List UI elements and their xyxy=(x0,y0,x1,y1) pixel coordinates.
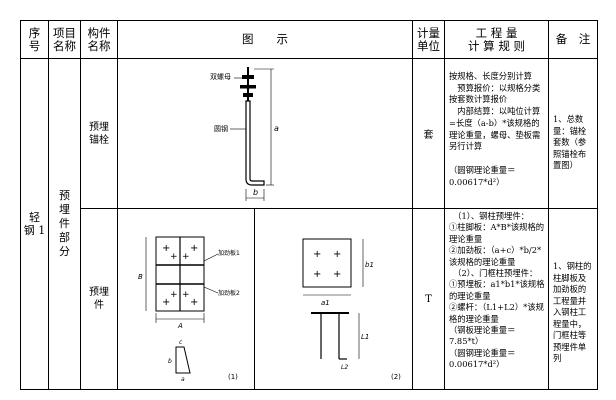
unit-embedded-part: T xyxy=(413,209,445,389)
steel-label: 圆钢 xyxy=(214,124,228,133)
unit-anchor-bolt: 套 xyxy=(413,59,445,209)
component-embedded-part: 预埋 件 xyxy=(81,209,118,389)
dim-b-small-label: b xyxy=(168,358,172,365)
figure-anchor-bolt: 双螺母 圆钢 a b xyxy=(118,59,413,209)
stiffener2-leader xyxy=(203,286,219,294)
dim-b1-label: b1 xyxy=(365,261,374,269)
stiffener-detail xyxy=(175,346,191,374)
item-text: 预 埋 件 部 分 xyxy=(59,189,70,258)
stiffener1-leader xyxy=(203,253,219,262)
header-component-name-text: 构件 名称 xyxy=(87,25,111,53)
dim-a-small-label: a xyxy=(181,376,185,383)
header-item-name-text: 项目 名称 xyxy=(53,25,76,53)
dim-c-label: c xyxy=(179,339,183,346)
header-seq-text: 序 号 xyxy=(28,25,41,53)
header-component-name: 构件 名称 xyxy=(81,21,118,59)
bolt-hole: + xyxy=(182,252,190,262)
rule-line: （1）、钢柱预埋件： xyxy=(449,211,529,221)
rule-line: ①柱脚板：A*B*该规格的理论重量 xyxy=(449,222,545,244)
header-unit: 计量 单位 xyxy=(413,21,445,59)
remarks-embedded-part-text: 1、钢柱的柱脚板及加劲板的工程量并入钢柱工程量中，门框柱等预埋件单列 xyxy=(553,261,592,363)
bolt-hole: + xyxy=(190,243,198,254)
fig1-caption: (1) xyxy=(228,373,238,381)
item-cell: 预 埋 件 部 分 xyxy=(49,59,81,389)
figure-column-base: + + + + + + + + 加劲板1 加劲板2 B A c xyxy=(118,209,255,389)
header-figure-text: 图 示 xyxy=(242,32,288,46)
unit-embedded-part-text: T xyxy=(425,293,432,305)
rule-line: （圆钢理论重量＝0.00617*d²） xyxy=(449,347,516,370)
remarks-embedded-part: 1、钢柱的柱脚板及加劲板的工程量并入钢柱工程量中，门框柱等预埋件单列 xyxy=(549,209,597,389)
bolt-hole: + xyxy=(162,243,170,254)
rule-line: （2）、门框柱预埋件： xyxy=(449,268,538,279)
header-unit-text: 计量 单位 xyxy=(417,25,440,53)
component-embedded-part-text: 预埋 件 xyxy=(89,287,109,311)
dim-a-label: a xyxy=(274,124,279,133)
bolt-hole: + xyxy=(333,249,341,260)
bolt-hole: + xyxy=(313,269,321,280)
dim-L1-label: L1 xyxy=(361,333,369,341)
dim-B-label: B xyxy=(138,273,143,281)
bolt-hole: + xyxy=(190,297,198,308)
dim-L2-label: L2 xyxy=(341,364,348,371)
header-figure: 图 示 xyxy=(118,21,413,59)
header-remarks: 备 注 xyxy=(549,21,597,59)
anchor-bolt-diagram: 双螺母 圆钢 a b xyxy=(210,67,279,201)
header-item-name: 项目 名称 xyxy=(49,21,81,59)
rules-table: 序 号 项目 名称 构件 名称 图 示 计量 单位 工 程 量 计 算 规 则 … xyxy=(20,20,598,390)
header-rules: 工 程 量 计 算 规 则 xyxy=(445,21,549,59)
remarks-anchor-bolt-text: 1、总数量：锚栓套数（参照锚栓布置图） xyxy=(553,114,587,170)
bolt-hole: + xyxy=(333,269,341,280)
component-anchor-bolt-text: 预埋 锚栓 xyxy=(89,121,109,146)
remarks-anchor-bolt: 1、总数量：锚栓套数（参照锚栓布置图） xyxy=(549,59,597,209)
embed-bolts: + + + + xyxy=(313,249,341,280)
bolt-hole: + xyxy=(182,290,190,300)
stiffener2-label: 加劲板2 xyxy=(218,289,240,297)
steel-rod xyxy=(245,100,265,186)
rules-embedded-part: （1）、钢柱预埋件： ①柱脚板：A*B*该规格的理论重量 ②加劲板：（a+c）*… xyxy=(445,209,549,389)
fig2-caption: (2) xyxy=(391,373,401,381)
bolt-holes: + + + + + + + + xyxy=(162,243,198,308)
seq-text: 轻 钢 1 xyxy=(23,211,46,237)
rule-line: 按规格、长度分别计算 xyxy=(449,71,532,81)
header-seq: 序 号 xyxy=(21,21,49,59)
dim-b-label: b xyxy=(253,188,258,197)
dim-A-label: A xyxy=(177,322,183,330)
nut-label: 双螺母 xyxy=(210,72,231,81)
bolt-hole: + xyxy=(313,249,321,260)
seq-cell: 轻 钢 1 xyxy=(21,59,49,389)
rule-line: （钢板理论重量＝7.85*t） xyxy=(449,325,516,347)
rules-anchor-bolt: 按规格、长度分别计算 预算报价：以规格分类按套数计算报价 内部结算：以吨位计算=… xyxy=(445,59,549,209)
dim-a1-label: a1 xyxy=(321,299,330,307)
component-anchor-bolt: 预埋 锚栓 xyxy=(81,59,118,209)
door-frame-diagram: + + + + b1 a1 L1 L2 (2) xyxy=(302,238,401,381)
column-base-diagram: + + + + + + + + 加劲板1 加劲板2 B A c xyxy=(138,236,240,383)
rule-line xyxy=(449,153,545,165)
header-remarks-text: 备 注 xyxy=(555,32,591,46)
bolt-hole: + xyxy=(162,297,170,308)
rule-line: 预算报价：以规格分类按套数计算报价 xyxy=(449,82,541,105)
bolt-hole: + xyxy=(170,290,178,300)
header-rules-text: 工 程 量 计 算 规 则 xyxy=(468,25,525,53)
rule-line: （圆钢理论重量＝0.00617*d²） xyxy=(449,164,516,187)
rule-line: ①预埋板：a1*b1*该规格的理论重量 xyxy=(449,279,545,301)
stiffener1-label: 加劲板1 xyxy=(218,249,240,257)
figure-door-frame: + + + + b1 a1 L1 L2 (2) xyxy=(255,209,413,389)
embed-plate xyxy=(302,238,352,288)
unit-anchor-bolt-text: 套 xyxy=(423,130,434,141)
bolt-hole: + xyxy=(170,252,178,262)
rule-line: ②加劲板：（a+c）*b/2*该规格的理论重量 xyxy=(449,245,542,267)
rule-line: 内部结算：以吨位计算=长度（a-b）*该规格的理论重量，螺母、垫板需另行计算 xyxy=(449,106,541,152)
rule-line: ②螺杆：（L1+L2）*该规格的理论重量 xyxy=(449,302,544,324)
